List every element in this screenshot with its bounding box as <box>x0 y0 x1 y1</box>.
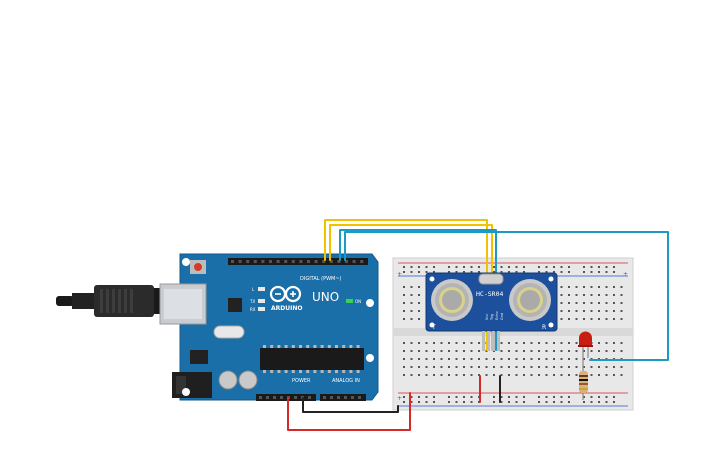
hc-sr04-sensor[interactable]: HC-SR04 T R Vcc Trig Echo Gnd <box>425 272 558 351</box>
arduino-uno-board[interactable]: L TX RX ARDUINO UNO ON DIG <box>159 253 379 401</box>
led-l-label: L <box>252 287 255 292</box>
arduino-logo <box>269 285 302 303</box>
arduino-brand: ARDUINO <box>271 305 302 312</box>
red-wire-5v[interactable] <box>287 392 411 431</box>
black-wire-gnd[interactable] <box>302 397 399 413</box>
digital-header[interactable] <box>228 258 368 265</box>
digital-header-label: DIGITAL (PWM~) <box>300 276 342 282</box>
sensor-pin-gnd: Gnd <box>500 313 504 320</box>
capacitor <box>218 370 238 390</box>
led-rx-label: RX <box>250 307 256 312</box>
capacitor <box>238 370 258 390</box>
atmega-chip <box>260 345 364 373</box>
sensor-pin-echo: Echo <box>495 312 499 321</box>
sensor-pin-vcc: Vcc <box>485 314 489 320</box>
svg-text:+: + <box>623 271 628 278</box>
sensor-pin-trig: Trig <box>490 314 494 321</box>
power-header[interactable] <box>256 394 316 401</box>
power-label: POWER <box>292 378 311 384</box>
voltage-regulator <box>190 350 208 364</box>
svg-text:+: + <box>397 271 402 278</box>
arduino-model: UNO <box>312 290 339 304</box>
red-led[interactable] <box>578 331 593 362</box>
usb-chip <box>228 298 242 312</box>
svg-text:+: + <box>397 395 402 402</box>
sensor-r-mark: R <box>542 324 546 331</box>
analog-header[interactable] <box>320 394 366 401</box>
sensor-t-mark: T <box>431 324 436 331</box>
ultrasonic-transmitter <box>431 279 473 321</box>
crystal <box>213 325 245 339</box>
status-leds <box>258 287 265 311</box>
resistor[interactable] <box>579 362 588 400</box>
usb-cable[interactable] <box>56 285 162 317</box>
led-tx-label: TX <box>249 299 255 304</box>
teal-wire-led[interactable] <box>344 231 669 361</box>
ultrasonic-receiver <box>509 279 551 321</box>
analog-label: ANALOG IN <box>332 378 360 384</box>
on-label: ON <box>355 299 361 304</box>
sensor-model: HC-SR04 <box>476 290 503 298</box>
on-led <box>346 299 353 303</box>
